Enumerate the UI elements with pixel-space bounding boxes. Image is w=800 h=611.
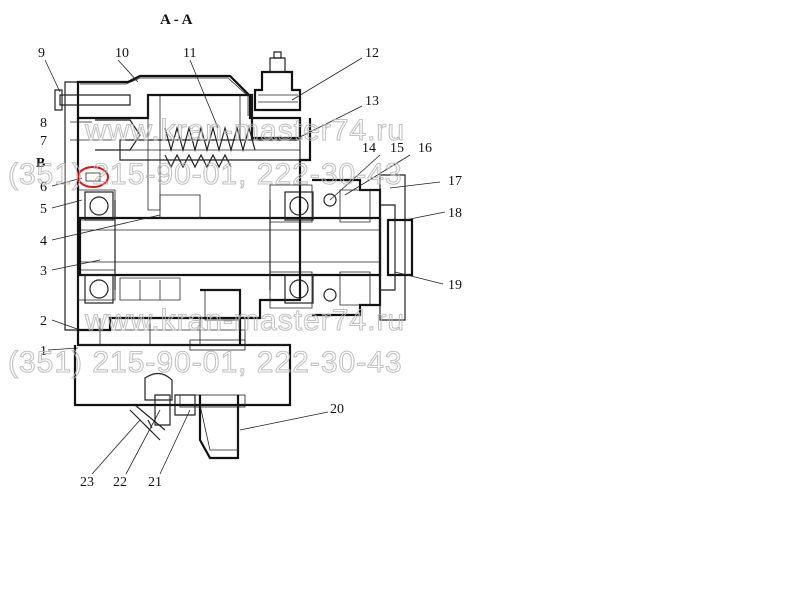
housing (64, 51, 313, 460)
drain-fitting (129, 372, 196, 441)
section-marker-b: B (36, 156, 45, 171)
watermark-site-1: www.kran-master74.ru (84, 114, 405, 147)
section-title: A - A (160, 12, 193, 28)
callout-21: 21 (148, 475, 162, 490)
callout-9: 9 (38, 46, 45, 61)
callout-23: 23 (80, 475, 94, 490)
callout-22: 22 (113, 475, 127, 490)
callout-14: 14 (362, 141, 376, 156)
shaft-assembly (78, 191, 382, 304)
part-6-shape (85, 172, 101, 182)
watermark-site-2: www.kran-master74.ru (84, 304, 405, 337)
callout-5: 5 (40, 202, 47, 217)
leader-lines (44, 57, 446, 475)
callout-18: 18 (448, 206, 462, 221)
output-flange (312, 174, 414, 321)
callout-15: 15 (390, 141, 404, 156)
callout-11: 11 (183, 46, 196, 61)
callout-13: 13 (365, 94, 379, 109)
callout-1: 1 (40, 344, 47, 359)
callout-10: 10 (115, 46, 129, 61)
callout-6: 6 (40, 180, 47, 195)
highlight-circle (77, 166, 109, 188)
callout-17: 17 (448, 174, 462, 189)
callout-12: 12 (365, 46, 379, 61)
callout-4: 4 (40, 234, 47, 249)
callout-20: 20 (330, 402, 344, 417)
callout-labels: 9 10 11 12 13 8 7 B 6 5 4 3 2 1 14 15 16… (36, 46, 462, 490)
spring-valve (54, 89, 301, 169)
callout-3: 3 (40, 264, 47, 279)
watermark-phone-1: (351) 215-90-01, 222-30-43 (8, 158, 403, 191)
callout-16: 16 (418, 141, 432, 156)
callout-2: 2 (40, 314, 47, 329)
callout-7: 7 (40, 134, 47, 149)
watermark-phone-2: (351) 215-90-01, 222-30-43 (8, 346, 403, 379)
callout-8: 8 (40, 116, 47, 131)
watermark: www.kran-master74.ru (351) 215-90-01, 22… (7, 113, 405, 379)
callout-19: 19 (448, 278, 462, 293)
